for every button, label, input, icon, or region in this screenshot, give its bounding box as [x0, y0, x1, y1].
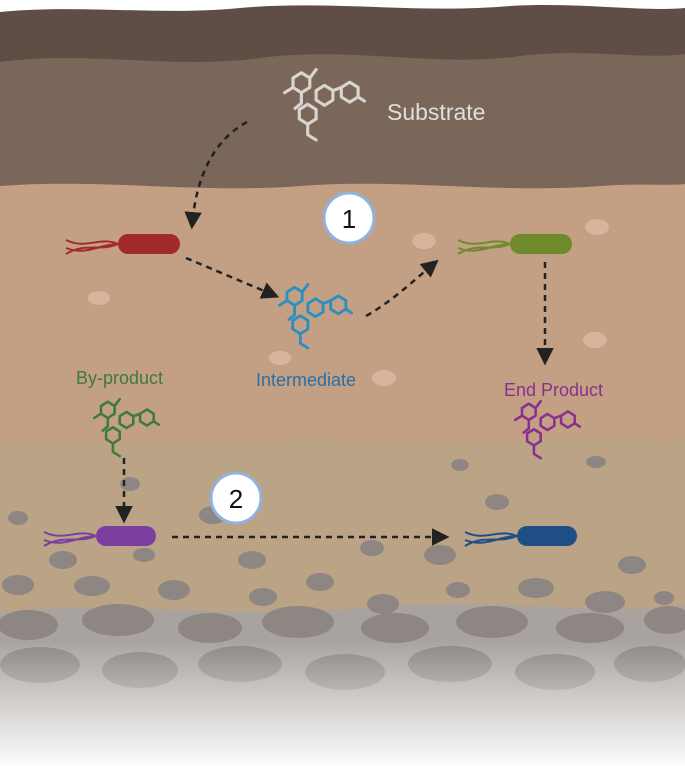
- red-bacterium-icon: [65, 234, 180, 255]
- intermediate-label: Intermediate: [256, 370, 356, 390]
- step-1-label: 1: [342, 204, 356, 234]
- soil-layers: [0, 5, 685, 766]
- substrate-label: Substrate: [387, 99, 485, 125]
- arrow-substrate-to-red-bacterium: [184, 120, 248, 230]
- soil-particles: [88, 219, 609, 386]
- pathway-arrows: [115, 120, 554, 546]
- step-1-badge: 1: [322, 191, 376, 245]
- arrow-intermediate-to-green-bacterium: [365, 259, 439, 318]
- bottom-fade: [0, 640, 685, 766]
- blue-bacterium-icon: [464, 526, 577, 547]
- byproduct-label: By-product: [76, 368, 163, 388]
- purple-bacterium-icon: [43, 526, 156, 547]
- pebbles: [2, 456, 674, 614]
- step-2-badge: 2: [209, 471, 263, 525]
- step-2-label: 2: [229, 484, 243, 514]
- green-bacterium-icon: [457, 234, 572, 255]
- arrow-red-bacterium-to-intermediate: [185, 256, 280, 299]
- end-product-label: End Product: [504, 380, 603, 400]
